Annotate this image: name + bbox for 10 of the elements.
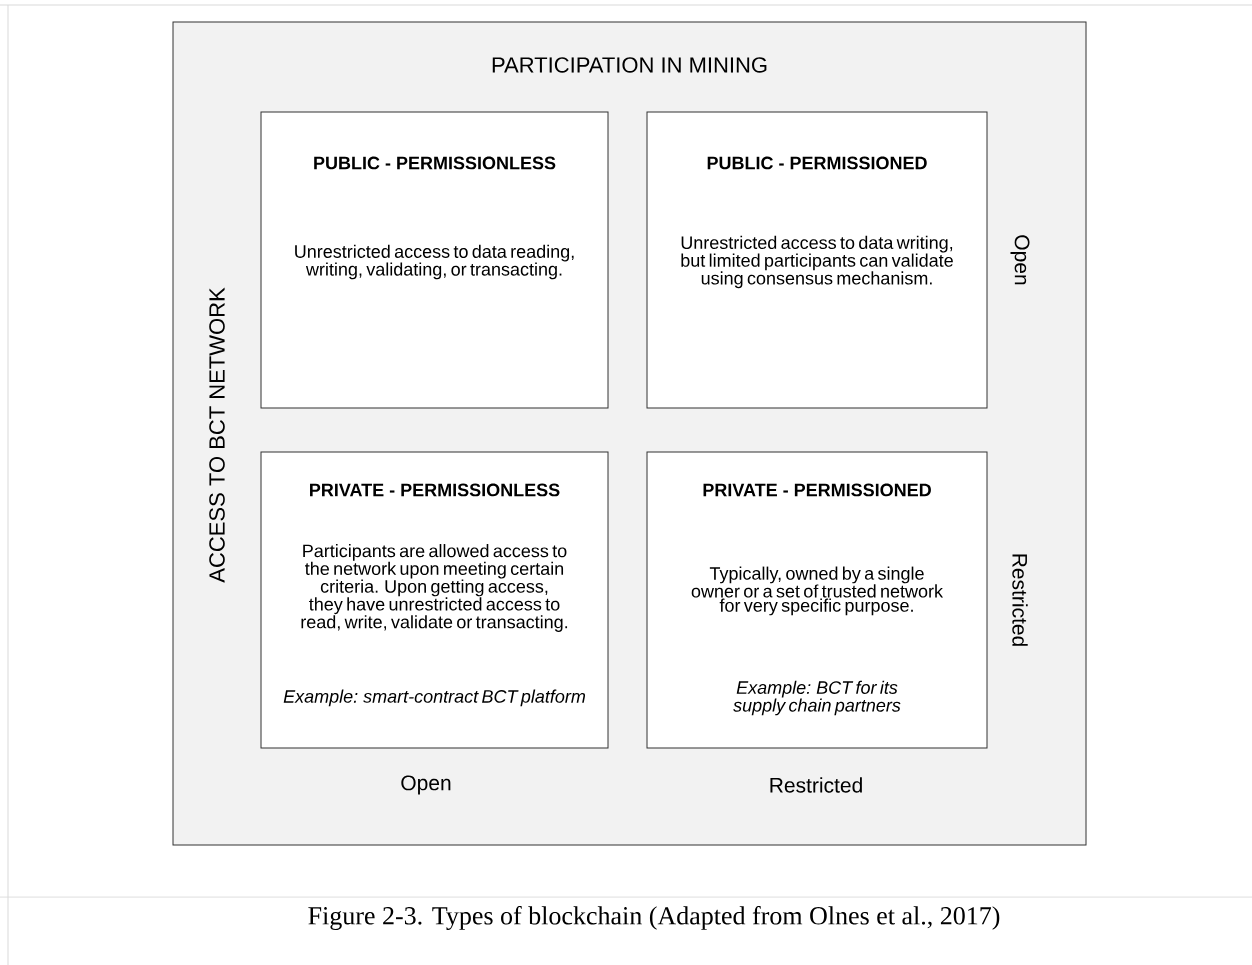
quadrant-box: PUBLIC - PERMISSIONLESS Unrestricted access to data reading, writing, validating, or transacting.	[260, 111, 609, 409]
axis-label: Open	[401, 775, 451, 795]
axis-title: ACCESS TO BCT NETWORK	[209, 287, 225, 583]
caption: Figure 2-3. Types of blockchain (Adapted from Olnes et al., 2017)	[308, 906, 1000, 930]
axis-label: Open	[1010, 235, 1030, 285]
quadrant-box: PRIVATE - PERMISSIONLESS Participants are allowed access to the network upon meeting certain criteria. Upon getting access, they have unrestricted access to read, write, validate or transacting. Example: smart-contract BCT platform	[260, 451, 609, 749]
quadrant-box: PRIVATE - PERMISSIONED Typically, owned by a single owner or a set of trusted network for very specific purpose. Example: BCT for its supply chain partners	[646, 451, 988, 749]
axis-label: Restricted	[770, 777, 862, 793]
axis-label: Restricted	[1012, 554, 1028, 646]
quadrant-box: PUBLIC - PERMISSIONED Unrestricted access to data writing, but limited participants can validate using consensus mechanism.	[646, 111, 988, 409]
